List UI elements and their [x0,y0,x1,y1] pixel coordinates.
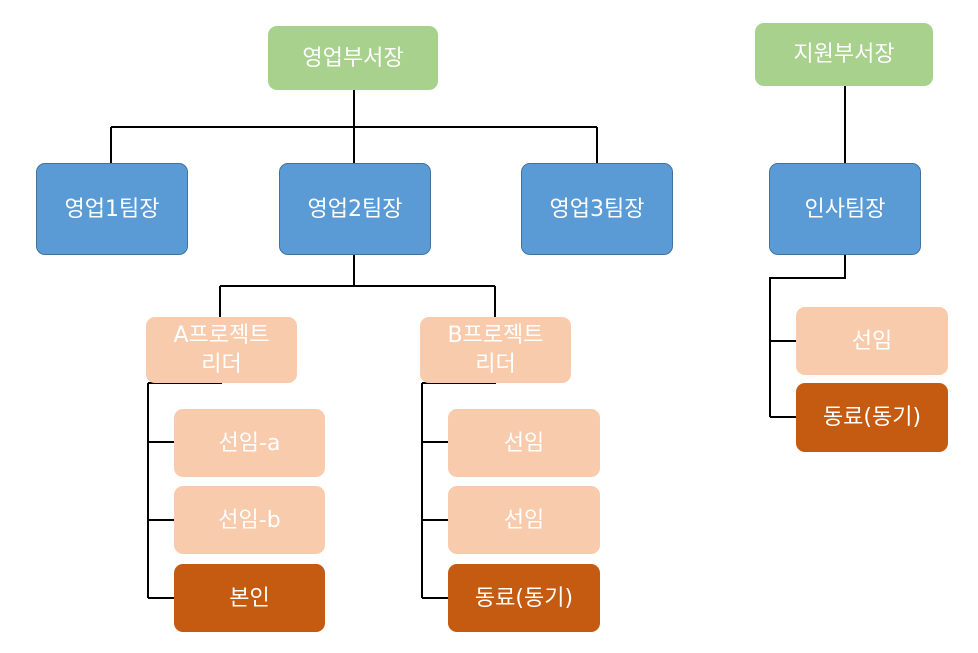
node-a-self: 본인 [174,564,325,632]
connector-project-b-members [421,382,496,599]
node-label: 영업1팀장 [64,196,160,222]
connector-salesvp-bus [110,90,598,163]
node-label: 동료(동기) [822,405,922,430]
node-sales-team2: 영업2팀장 [279,163,431,255]
node-label: 선임 [851,328,893,354]
node-support-vp: 지원부서장 [755,23,933,86]
node-b-senior-2: 선임 [448,486,600,554]
node-label: B프로젝트 리더 [447,323,544,377]
node-label: 선임-a [218,430,281,456]
node-a-senior-a: 선임-a [174,409,325,477]
connector-hr-members [769,255,846,418]
connector-project-a-members [147,382,222,599]
node-project-b-leader: B프로젝트 리더 [420,317,571,383]
node-hr-peer: 동료(동기) [796,383,948,452]
node-label: 선임-b [218,507,281,533]
node-label: 인사팀장 [804,196,886,222]
node-label: 동료(동기) [474,585,574,611]
node-project-a-leader: A프로젝트 리더 [146,317,297,383]
node-label: 선임 [503,507,545,533]
node-label: 지원부서장 [793,42,895,67]
node-label: 본인 [229,585,270,611]
node-b-peer: 동료(동기) [448,564,600,632]
node-sales-vp: 영업부서장 [268,26,438,90]
node-label: 선임 [503,430,545,456]
node-label: A프로젝트 리더 [173,323,270,377]
node-sales-team1: 영업1팀장 [36,163,188,255]
connector-team2-projects [219,255,496,317]
node-label: 영업2팀장 [307,196,403,222]
node-a-senior-b: 선임-b [174,486,325,554]
node-hr-senior: 선임 [796,307,948,375]
node-hr-team: 인사팀장 [769,163,921,255]
node-label: 영업3팀장 [549,196,645,222]
node-label: 영업부서장 [302,45,404,71]
node-b-senior-1: 선임 [448,409,600,477]
node-sales-team3: 영업3팀장 [521,163,673,255]
